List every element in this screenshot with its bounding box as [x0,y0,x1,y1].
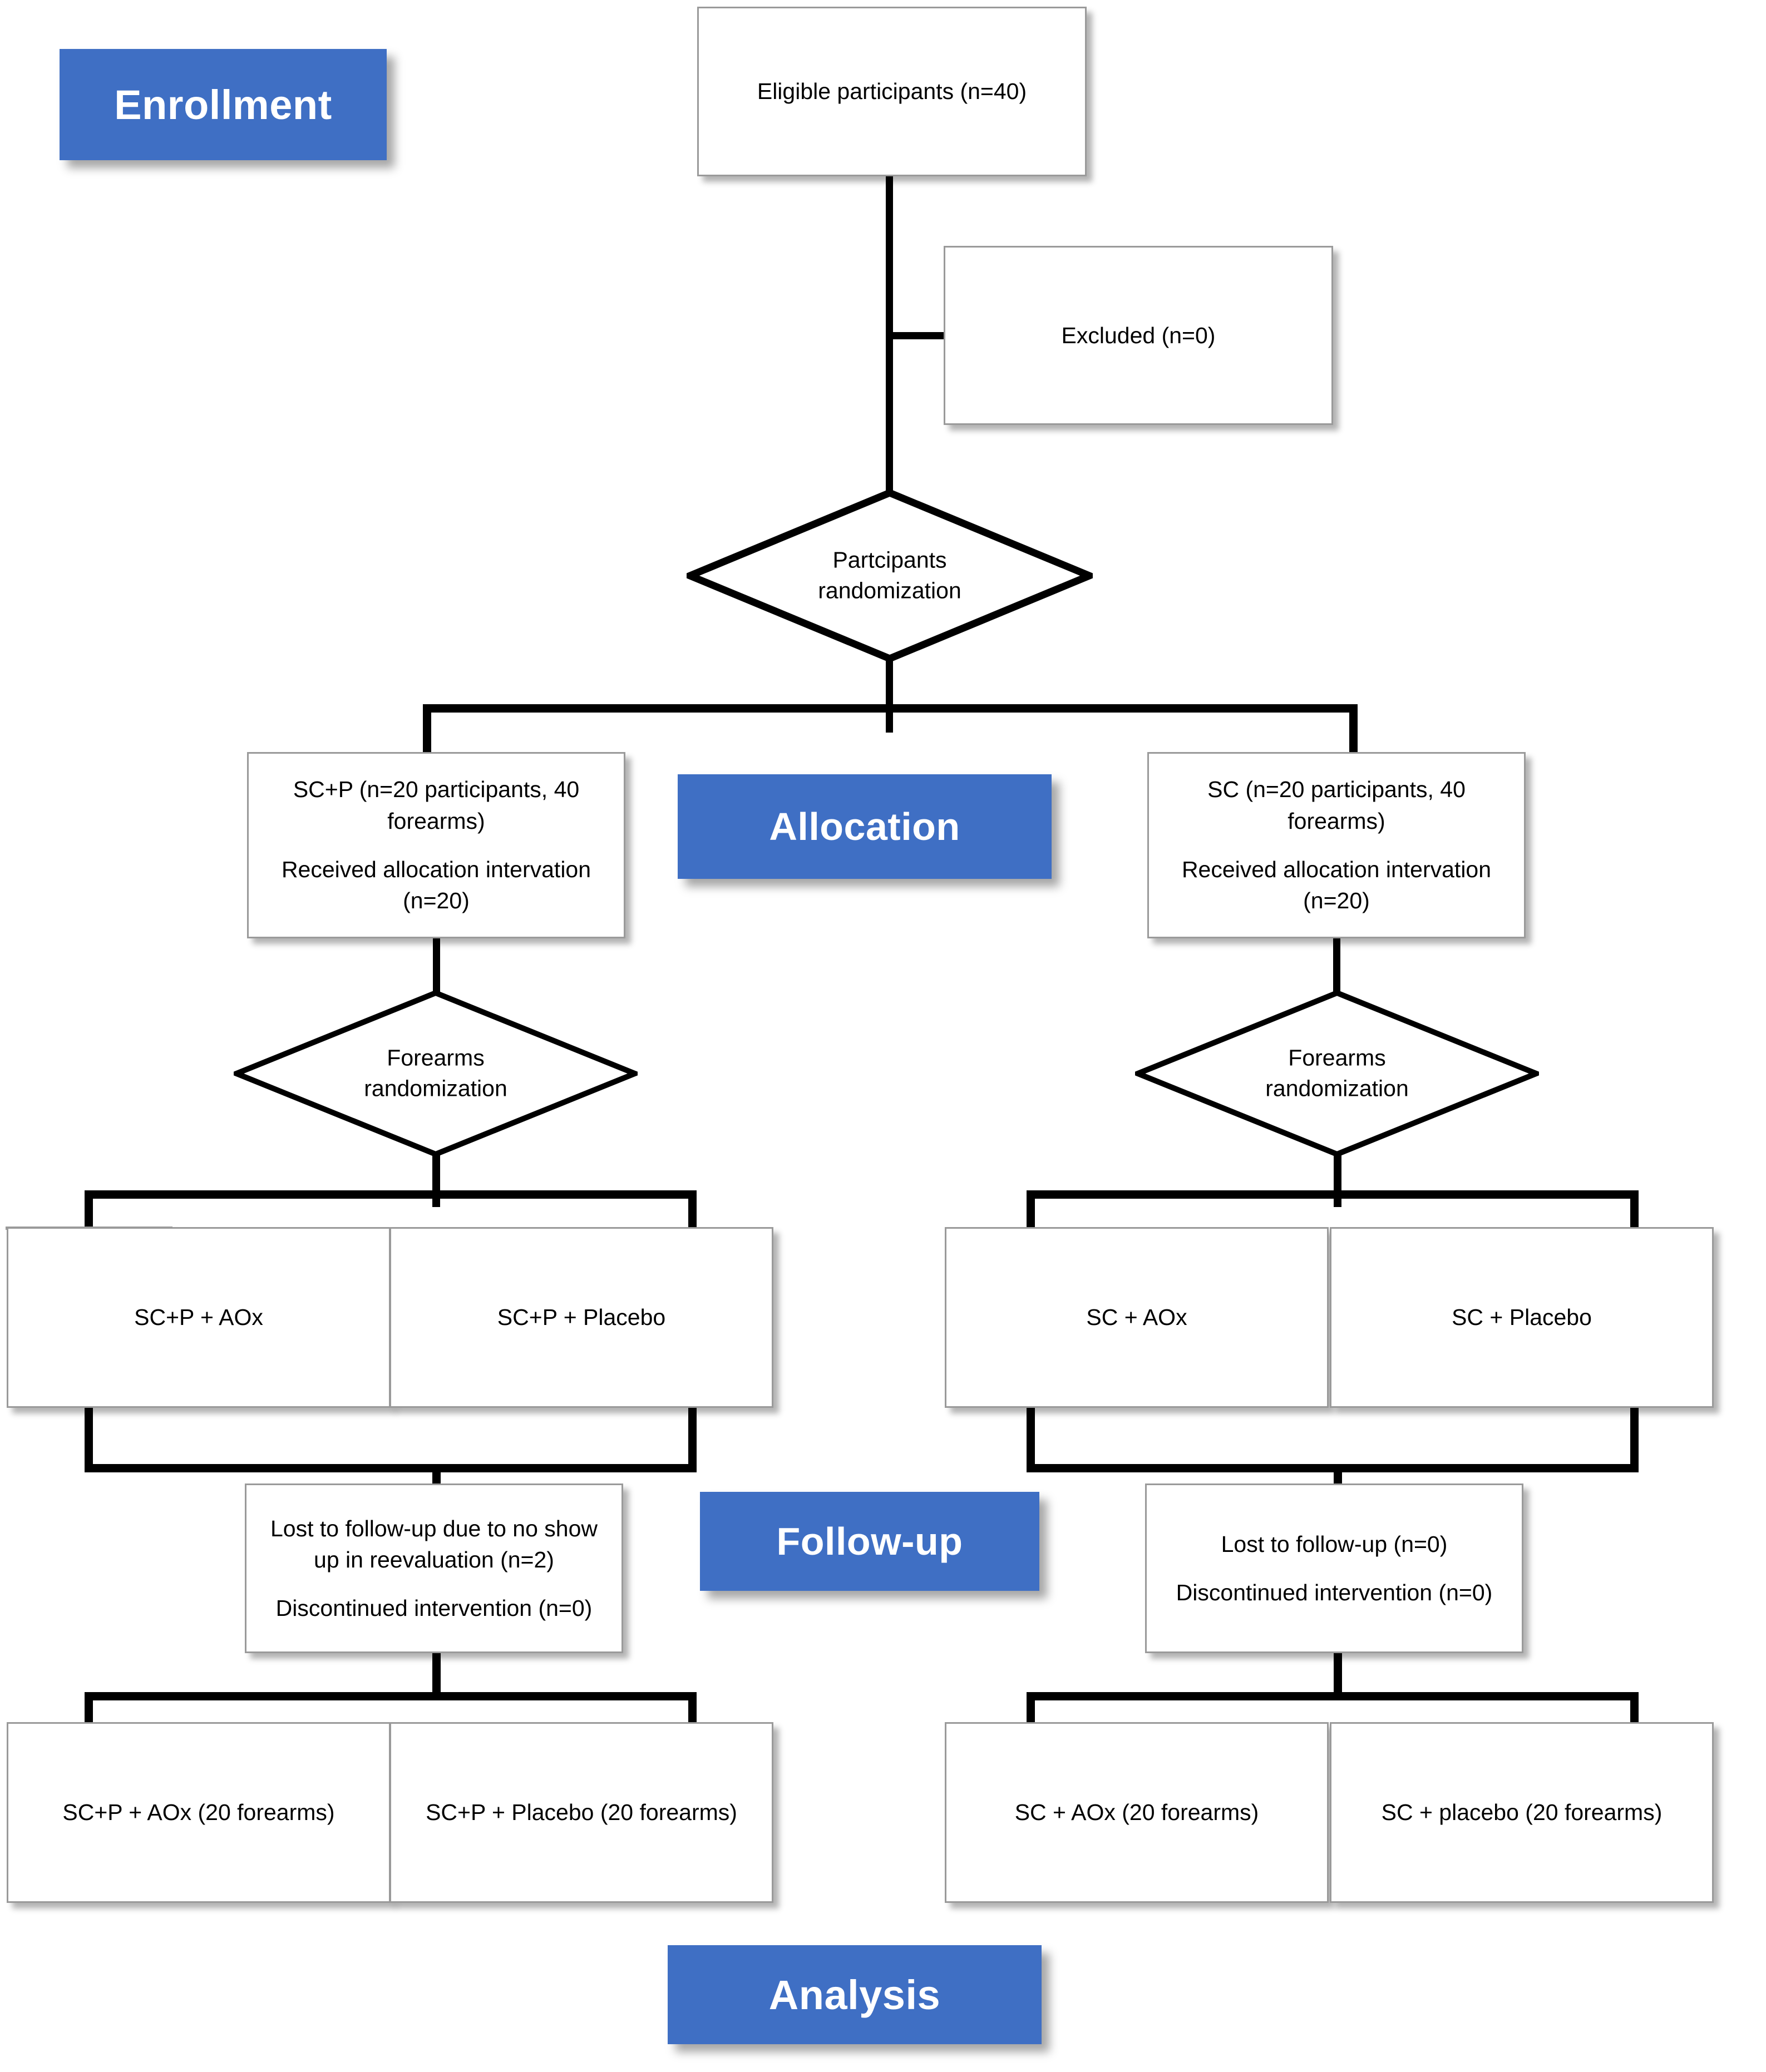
box-followup-right: Lost to follow-up (n=0) Discontinued int… [1145,1483,1523,1653]
connector-forearm-right-bracket [1027,1190,1639,1199]
connector-analysis-right-bracket [1027,1692,1639,1700]
stage-banner-analysis-label: Analysis [768,1971,941,2018]
connector-alloc-right-to-forearm-diamond [1333,938,1340,1000]
connector-analysis-left-bracket [85,1692,697,1700]
connector-alloc-left-to-forearm-diamond [433,938,440,1000]
box-analysis-sc-aox: SC + AOx (20 forearms) [945,1722,1329,1903]
connector-followup-left-stem [432,1653,441,1700]
box-followup-left: Lost to follow-up due to no show up in r… [245,1483,623,1653]
box-arm-sc-placebo: SC + Placebo [1330,1227,1714,1408]
connector-merge-right-bracket [1027,1464,1639,1472]
box-scp-aox: SC+P + AOx [7,1227,391,1408]
connector-merge-left-riser-b [688,1407,697,1471]
box-analysis-sc-aox-label: SC + AOx (20 forearms) [1014,1799,1259,1826]
stage-banner-allocation: Allocation [678,774,1052,879]
box-analysis-scp-placebo: SC+P + Placebo (20 forearms) [389,1722,773,1903]
box-scp-aox-label: SC+P + AOx [134,1304,263,1331]
box-eligible-participants-label: Eligible participants (n=40) [757,78,1027,105]
box-arm-scp-placebo-label: SC+P + Placebo [497,1304,666,1331]
box-arm-sc-aox: SC + AOx [945,1227,1329,1408]
connector-randomization-stem [886,656,893,733]
connector-merge-left-bracket [85,1464,697,1472]
box-arm-sc-placebo-label: SC + Placebo [1452,1304,1592,1331]
connector-merge-left-riser-a [85,1407,93,1471]
connector-trunk-to-excluded [886,332,947,339]
connector-randomization-branch-right [1349,704,1358,758]
connector-followup-right-stem [1334,1653,1342,1700]
box-analysis-scp-aox-label: SC+P + AOx (20 forearms) [62,1799,335,1826]
box-allocation-right: SC (n=20 participants, 40 forearms) Rece… [1147,752,1526,938]
connector-forearm-left-bracket [85,1190,697,1199]
stage-banner-followup-label: Follow-up [776,1520,963,1563]
stage-banner-allocation-label: Allocation [769,805,960,848]
box-analysis-sc-placebo-label: SC + placebo (20 forearms) [1381,1799,1663,1826]
diamond-forearms-randomization-right: Forearms randomization [1135,990,1539,1157]
box-arm-sc-aox-label: SC + AOx [1086,1304,1187,1331]
stage-banner-followup: Follow-up [700,1492,1039,1591]
box-excluded-label: Excluded (n=0) [1061,322,1216,348]
diamond-participants-randomization: Partcipants randomization [687,489,1093,662]
box-analysis-scp-aox: SC+P + AOx (20 forearms) [7,1722,391,1903]
connector-merge-right-riser-a [1027,1407,1035,1471]
box-allocation-right-label: SC (n=20 participants, 40 forearms) Rece… [1181,777,1492,914]
connector-randomization-bracket [423,704,1358,713]
connector-merge-right-riser-b [1630,1407,1639,1471]
diamond-forearms-randomization-left: Forearms randomization [234,990,638,1157]
box-analysis-sc-placebo: SC + placebo (20 forearms) [1330,1722,1714,1903]
stage-banner-enrollment-label: Enrollment [114,81,332,128]
box-eligible-participants: Eligible participants (n=40) [697,7,1087,176]
box-followup-right-label: Lost to follow-up (n=0) Discontinued int… [1176,1531,1493,1605]
box-allocation-left: SC+P (n=20 participants, 40 forearms) Re… [247,752,625,938]
connector-randomization-branch-left [423,704,431,758]
box-excluded: Excluded (n=0) [944,246,1333,425]
box-analysis-scp-placebo-label: SC+P + Placebo (20 forearms) [426,1799,737,1826]
box-followup-left-label: Lost to follow-up due to no show up in r… [270,1515,598,1621]
stage-banner-analysis: Analysis [668,1945,1042,2044]
box-arm-scp-placebo: SC+P + Placebo [389,1227,773,1408]
stage-banner-enrollment: Enrollment [60,49,387,160]
box-allocation-left-label: SC+P (n=20 participants, 40 forearms) Re… [281,777,591,914]
